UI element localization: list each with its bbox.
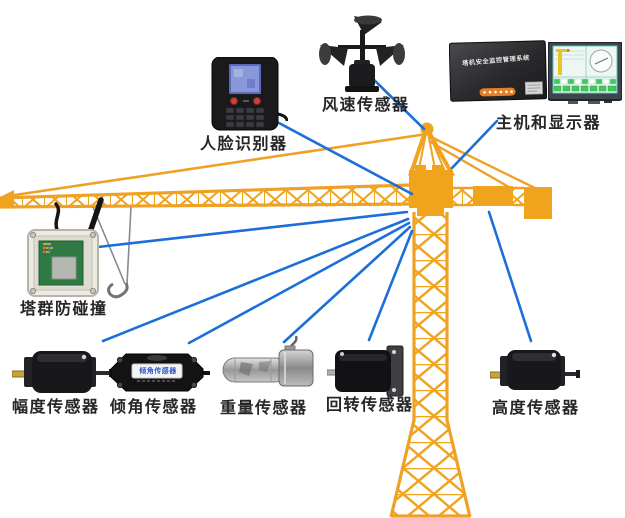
crane-apex	[408, 122, 455, 177]
amplitude-motor-icon	[12, 351, 114, 393]
link-rotation-sensor	[367, 229, 414, 342]
tilt-sensor-device: 倾角传感器	[110, 350, 210, 395]
anti-collision-box-icon	[27, 197, 104, 297]
face-recognition-device	[210, 57, 288, 132]
crane-tie-bar	[7, 132, 428, 198]
monitor-icon	[548, 42, 622, 104]
rotation-motor-icon	[327, 345, 404, 397]
height-motor-icon	[490, 350, 580, 390]
height-sensor-device	[490, 344, 580, 396]
crane-tower-mast	[389, 208, 472, 518]
host-display-label: 主机和显示器	[496, 113, 602, 132]
link-host-display	[450, 119, 499, 170]
face-recognition-label: 人脸识别器	[200, 134, 288, 153]
tilt-sensor-icon	[110, 353, 210, 392]
wind-speed-sensor-label: 风速传感器	[322, 95, 410, 114]
tilt-sensor-device-text: 倾角传感器	[139, 367, 177, 375]
face-terminal-icon	[211, 57, 288, 131]
link-weight-sensor	[282, 225, 412, 344]
crane-cab	[409, 165, 453, 208]
rotation-sensor-device	[327, 344, 404, 398]
link-height-sensor	[487, 210, 533, 343]
anti-collision-device	[22, 196, 108, 298]
height-sensor-label: 高度传感器	[492, 398, 580, 417]
amplitude-sensor-label: 幅度传感器	[12, 397, 100, 416]
link-wind-sensor	[365, 71, 426, 131]
anti-collision-label: 塔群防碰撞	[20, 299, 108, 318]
weight-sensor-label: 重量传感器	[220, 398, 308, 417]
load-cell-icon	[222, 336, 314, 387]
link-tilt-sensor	[187, 221, 411, 345]
link-amplitude-sensor	[101, 217, 410, 343]
rotation-sensor-label: 回转传感器	[326, 395, 414, 414]
wind-speed-sensor-device	[318, 14, 406, 92]
link-face-recognition	[277, 121, 414, 196]
host-box-icon	[449, 40, 547, 102]
host-unit-device: 塔机安全监控管理系统	[449, 40, 547, 104]
link-anti-collision	[96, 210, 409, 249]
anemometer-icon	[319, 15, 405, 92]
tilt-sensor-label: 倾角传感器	[110, 397, 198, 416]
amplitude-sensor-device	[12, 347, 114, 395]
display-monitor-device	[548, 42, 622, 106]
crane-counter-jib	[428, 134, 552, 219]
weight-sensor-device	[221, 336, 315, 394]
